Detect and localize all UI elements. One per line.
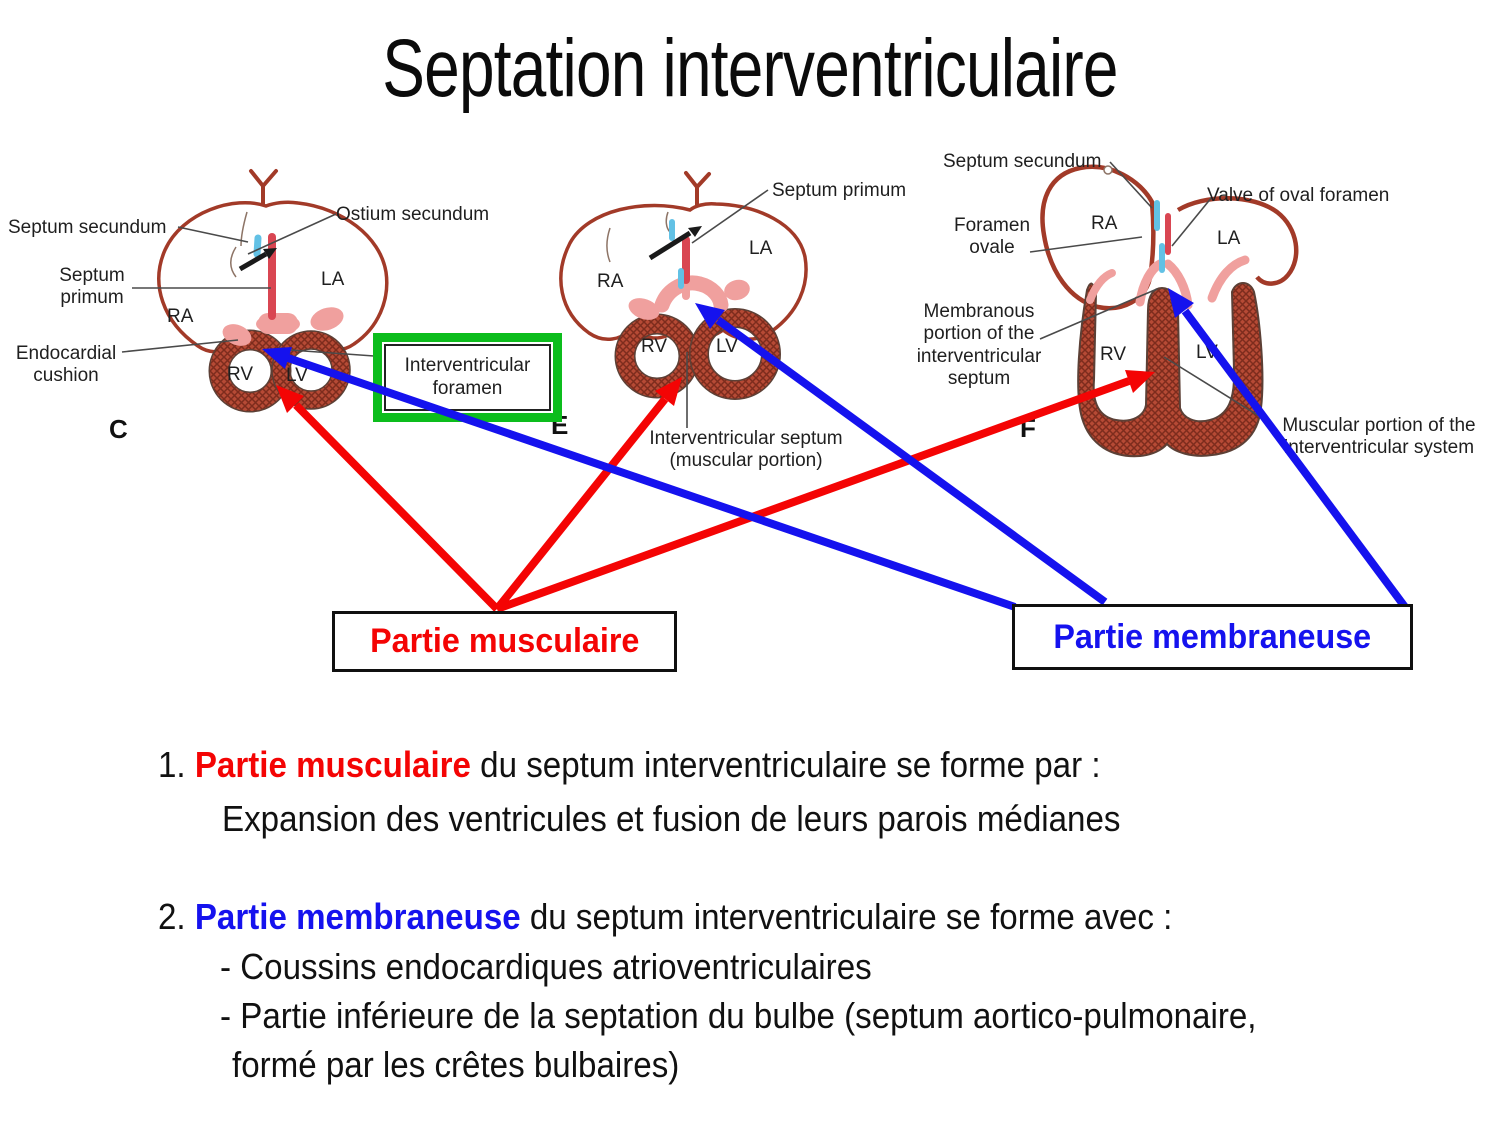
red-arrow-to-c <box>293 402 500 612</box>
heart-e-vessel <box>684 171 711 209</box>
legend-membranous-label: Partie membraneuse <box>1053 617 1372 656</box>
label-c-ra: RA <box>167 306 194 327</box>
page-title: Septation interventriculaire <box>382 23 1118 114</box>
heart-c-vessel <box>249 169 278 210</box>
septum-primum-pointer-arrow <box>648 230 692 261</box>
note-2-term: Partie membraneuse <box>194 896 521 937</box>
note-2-line-2: - Coussins endocardiques atrioventricula… <box>220 946 872 987</box>
note-2-line-1: 2. Partie membraneuse du septum interven… <box>158 896 1173 937</box>
note-1-line-2: Expansion des ventricules et fusion de l… <box>222 798 1121 839</box>
letter-f: F <box>1020 413 1036 443</box>
heart-c-cushion-right <box>310 307 344 331</box>
heart-e-cushion-arch <box>654 275 729 313</box>
heart-f-ventricles <box>1077 282 1264 458</box>
note-1-line-1: 1. Partie musculaire du septum intervent… <box>158 744 1101 785</box>
label-f-septum-secundum: Septum secundum <box>943 151 1102 172</box>
interventricular-foramen-label: Interventricular foramen <box>384 344 551 411</box>
label-e-ra: RA <box>597 271 624 292</box>
label-c-endocardial-cushion: Endocardial cushion <box>15 343 117 387</box>
heart-c-fold-lines <box>230 211 248 278</box>
heart-e-leader-lines <box>686 189 769 428</box>
letter-c: C <box>109 414 128 444</box>
label-f-muscular-portion: Muscular portion of the interventricular… <box>1282 415 1476 459</box>
label-f-ra: RA <box>1091 213 1118 234</box>
heart-f-valves <box>1086 255 1250 310</box>
legend-muscular-box: Partie musculaire <box>332 611 677 672</box>
note-1-term: Partie musculaire <box>194 744 471 785</box>
label-e-iv-septum: Interventricular septum (muscular portio… <box>649 428 843 472</box>
heart-diagram-e <box>559 171 808 428</box>
heart-f-ra <box>1040 164 1156 311</box>
label-e-rv: RV <box>641 336 668 357</box>
label-e-lv: LV <box>716 336 738 357</box>
note-2-line-4: formé par les crêtes bulbaires) <box>232 1044 680 1085</box>
heart-c-cushion-center <box>258 313 298 334</box>
heart-e-fold-lines <box>606 211 671 263</box>
label-f-lv: LV <box>1196 342 1218 363</box>
label-e-septum-primum: Septum primum <box>772 180 907 201</box>
label-c-rv: RV <box>227 364 254 385</box>
note-2-line-3: - Partie inférieure de la septation du b… <box>220 995 1257 1036</box>
legend-membranous-box: Partie membraneuse <box>1012 604 1413 670</box>
label-f-foramen-ovale: Foramen ovale <box>953 215 1031 259</box>
label-c-septum-primum: Septum primum <box>59 265 125 309</box>
label-c-ostium-secundum: Ostium secundum <box>336 204 490 225</box>
label-e-la: LA <box>749 238 773 259</box>
label-f-rv: RV <box>1100 344 1127 365</box>
label-f-valve-oval-foramen: Valve of oval foramen <box>1207 185 1390 206</box>
label-c-lv: LV <box>286 365 308 386</box>
legend-muscular-label: Partie musculaire <box>369 622 640 660</box>
interventricular-foramen-callout: Interventricular foramen <box>373 333 562 422</box>
heart-c-cushion-left <box>222 324 252 346</box>
label-c-la: LA <box>321 269 345 290</box>
heart-c-septum-secundum <box>253 234 262 258</box>
ostium-pointer-arrow <box>238 251 268 272</box>
label-c-septum-secundum: Septum secundum <box>8 217 167 238</box>
label-f-membranous-portion: Membranous portion of the interventricul… <box>916 301 1042 390</box>
label-f-la: LA <box>1217 228 1241 249</box>
